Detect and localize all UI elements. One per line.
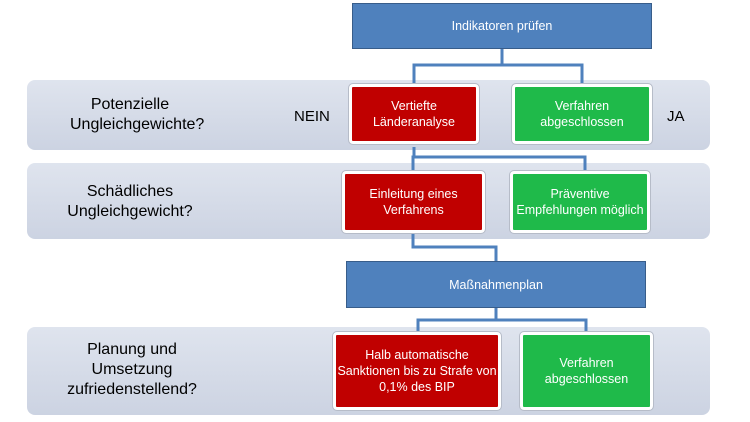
- row-question-3: Planung und Umsetzung zufriedenstellend?: [67, 341, 197, 398]
- node-indikatoren-pruefen-label: Indikatoren prüfen: [451, 19, 553, 33]
- node-einleitung-verfahren-label: Einleitung eines Verfahrens: [369, 187, 458, 217]
- node-sanktionen-label: Halb automatische Sanktionen bis zu Stra…: [337, 348, 497, 394]
- connector-start-branch-right: [502, 63, 584, 84]
- node-verfahren-abgeschlossen-1: Verfahren abgeschlossen: [511, 83, 653, 145]
- node-einleitung-verfahren: Einleitung eines Verfahrens: [341, 170, 486, 234]
- connector-row1-branch-right: [413, 155, 587, 172]
- node-vertiefte-laenderanalyse-label: Vertiefte Länderanalyse: [372, 99, 455, 129]
- node-sanktionen: Halb automatische Sanktionen bis zu Stra…: [332, 331, 502, 411]
- node-verfahren-abgeschlossen-2-label: Verfahren abgeschlossen: [544, 356, 629, 386]
- connector-row2-plan: [411, 233, 498, 262]
- connector-plan-branch-right: [496, 318, 588, 333]
- node-praeventive-empfehlungen-label: Präventive Empfehlungen möglich: [516, 187, 644, 217]
- connector-row1-branch: [411, 147, 416, 172]
- connector-start-branch: [412, 48, 504, 84]
- label-no: NEIN: [294, 108, 330, 125]
- node-indikatoren-pruefen: Indikatoren prüfen: [352, 3, 652, 49]
- node-verfahren-abgeschlossen-1-label: Verfahren abgeschlossen: [540, 99, 624, 129]
- row-question-2: Schädliches Ungleichgewicht?: [67, 183, 193, 220]
- node-vertiefte-laenderanalyse: Vertiefte Länderanalyse: [348, 83, 480, 145]
- node-massnahmenplan: Maßnahmenplan: [346, 261, 646, 308]
- node-massnahmenplan-label: Maßnahmenplan: [449, 277, 543, 292]
- connector-plan-branch: [416, 308, 498, 333]
- label-yes: JA: [667, 108, 685, 125]
- node-praeventive-empfehlungen: Präventive Empfehlungen möglich: [509, 170, 651, 234]
- node-verfahren-abgeschlossen-2: Verfahren abgeschlossen: [519, 331, 654, 411]
- row-question-1: Potenzielle Ungleichgewichte?: [70, 96, 205, 133]
